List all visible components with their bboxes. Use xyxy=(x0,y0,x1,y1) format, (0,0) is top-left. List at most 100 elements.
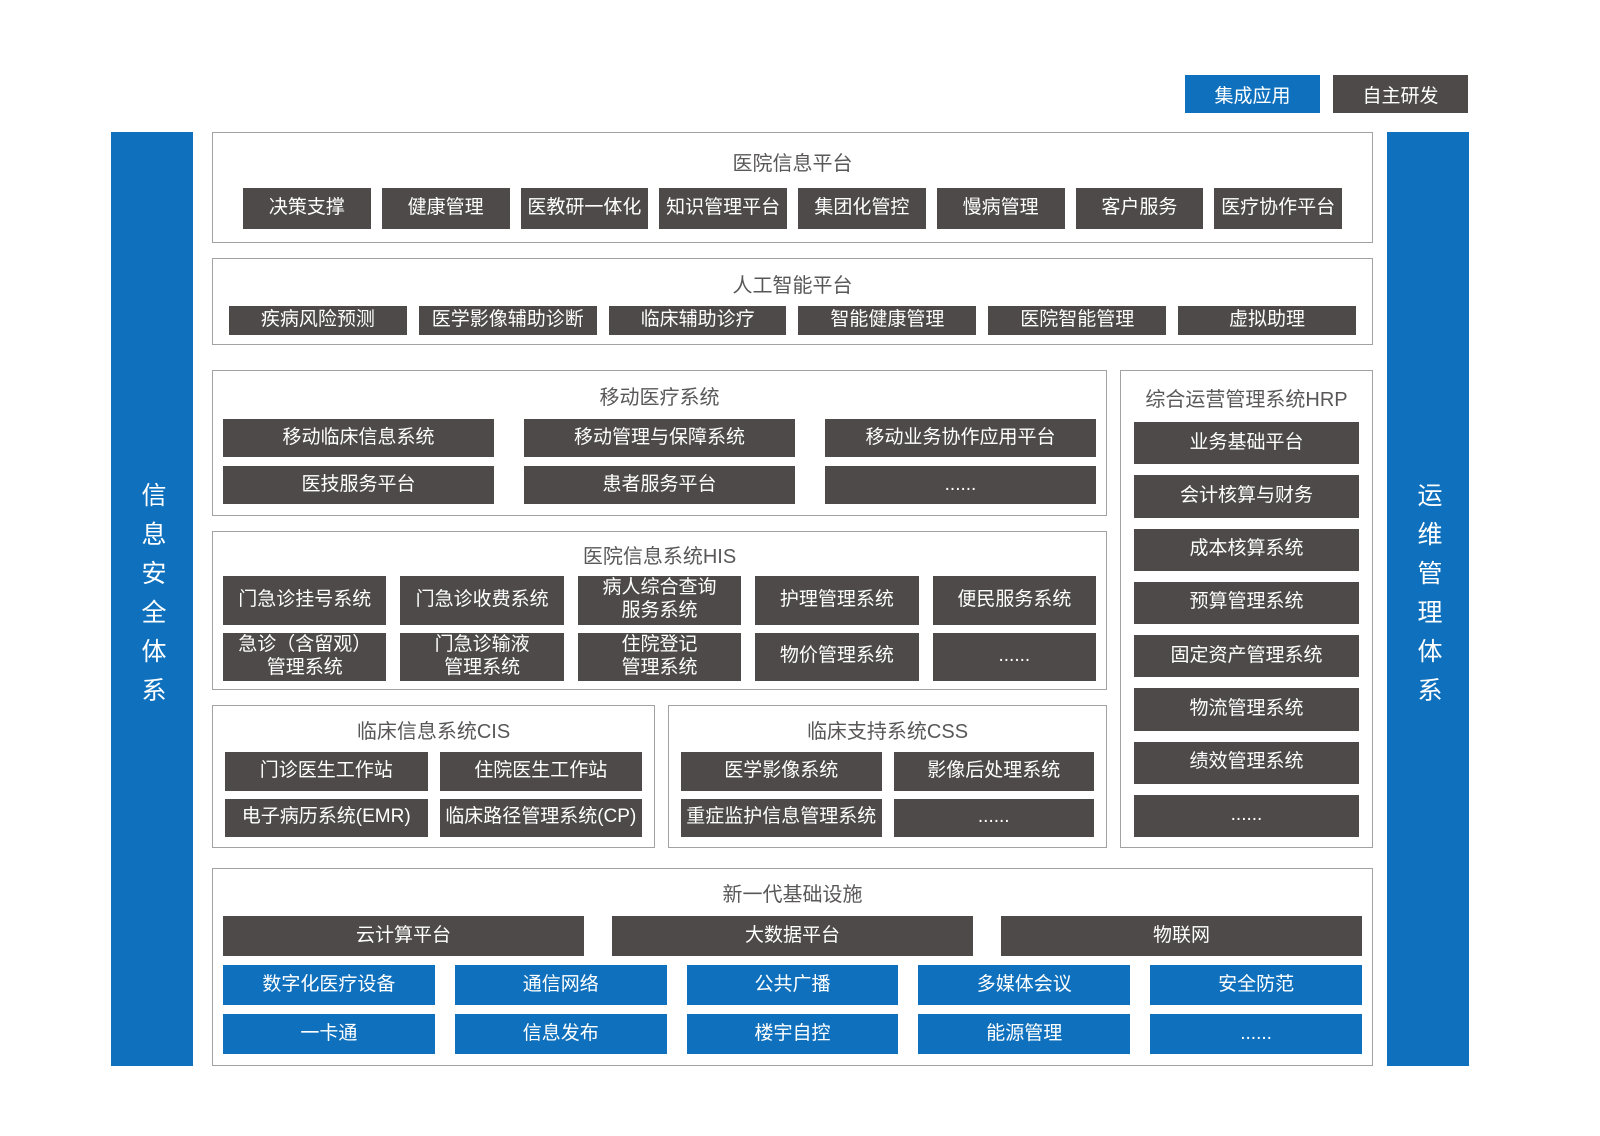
module-row: 一卡通 信息发布 楼宇自控 能源管理 ...... xyxy=(223,1014,1362,1054)
section-title: 综合运营管理系统HRP xyxy=(1145,389,1348,411)
module-box: 大数据平台 xyxy=(612,916,973,956)
module-box: ...... xyxy=(1134,794,1359,837)
module-box: 数字化医疗设备 xyxy=(223,965,435,1005)
module-rows: 门诊医生工作站 住院医生工作站 电子病历系统(EMR) 临床路径管理系统(CP) xyxy=(225,752,642,837)
module-box: ...... xyxy=(825,466,1096,504)
module-box: 疾病风险预测 xyxy=(229,306,407,335)
module-box: 通信网络 xyxy=(454,965,667,1005)
module-box: ...... xyxy=(932,632,1097,681)
section-title: 医院信息系统HIS xyxy=(582,546,737,568)
module-row: 急诊（含留观） 管理系统 门急诊输液 管理系统 住院登记 管理系统 物价管理系统… xyxy=(223,632,1097,681)
module-box: 健康管理 xyxy=(381,188,510,229)
section-hrp: 综合运营管理系统HRP 业务基础平台 会计核算与财务 成本核算系统 预算管理系统… xyxy=(1120,370,1373,848)
module-box: 信息发布 xyxy=(454,1014,667,1054)
module-box: 绩效管理系统 xyxy=(1134,741,1359,784)
section-ai-platform: 人工智能平台 疾病风险预测 医学影像辅助诊断 临床辅助诊疗 智能健康管理 医院智… xyxy=(212,258,1373,345)
section-title: 人工智能平台 xyxy=(732,275,853,297)
legend: 集成应用 自主研发 xyxy=(1185,75,1468,113)
module-box: 虚拟助理 xyxy=(1178,306,1356,335)
module-box: 住院医生工作站 xyxy=(439,752,642,791)
module-box: 移动管理与保障系统 xyxy=(524,419,795,457)
module-row: 数字化医疗设备 通信网络 公共广播 多媒体会议 安全防范 xyxy=(223,965,1362,1005)
module-box: 医院智能管理 xyxy=(988,306,1167,335)
module-box: 病人综合查询 服务系统 xyxy=(577,576,742,625)
module-row: 决策支撑 健康管理 医教研一体化 知识管理平台 集团化管控 慢病管理 客户服务 … xyxy=(243,188,1342,229)
section-css-support: 临床支持系统CSS 医学影像系统 影像后处理系统 重症监护信息管理系统 ....… xyxy=(668,705,1107,848)
section-title: 医院信息平台 xyxy=(732,153,853,175)
module-box: 物价管理系统 xyxy=(755,632,919,681)
section-title: 临床支持系统CSS xyxy=(806,721,969,743)
module-box: 成本核算系统 xyxy=(1134,528,1359,571)
module-box: 门急诊挂号系统 xyxy=(223,576,387,625)
module-row: 医学影像系统 影像后处理系统 xyxy=(681,752,1094,791)
module-row: 电子病历系统(EMR) 临床路径管理系统(CP) xyxy=(225,798,642,837)
section-his: 医院信息系统HIS 门急诊挂号系统 门急诊收费系统 病人综合查询 服务系统 护理… xyxy=(212,531,1107,690)
module-box: 固定资产管理系统 xyxy=(1134,635,1359,678)
module-box: 慢病管理 xyxy=(936,188,1065,229)
module-box: 业务基础平台 xyxy=(1134,422,1359,465)
sidebar-information-security: 信息安全体系 xyxy=(111,132,193,1066)
module-row: 移动临床信息系统 移动管理与保障系统 移动业务协作应用平台 xyxy=(223,419,1096,457)
module-rows: 医学影像系统 影像后处理系统 重症监护信息管理系统 ...... xyxy=(681,752,1094,837)
module-rows: 云计算平台 大数据平台 物联网 数字化医疗设备 通信网络 公共广播 多媒体会议 … xyxy=(223,916,1362,1054)
module-box: 医教研一体化 xyxy=(520,188,649,229)
module-box: 急诊（含留观） 管理系统 xyxy=(223,632,387,681)
module-box: 公共广播 xyxy=(686,965,899,1005)
sidebar-operations-management: 运维管理体系 xyxy=(1387,132,1469,1066)
module-box: 移动临床信息系统 xyxy=(223,419,494,457)
module-row: 重症监护信息管理系统 ...... xyxy=(681,798,1094,837)
module-box: 会计核算与财务 xyxy=(1134,475,1359,518)
module-box: 一卡通 xyxy=(223,1014,435,1054)
content-area: 医院信息平台 决策支撑 健康管理 医教研一体化 知识管理平台 集团化管控 慢病管… xyxy=(212,132,1373,1066)
module-box: 门急诊输液 管理系统 xyxy=(400,632,564,681)
module-box: 电子病历系统(EMR) xyxy=(225,798,428,837)
module-box: 患者服务平台 xyxy=(524,466,795,504)
module-box: 医技服务平台 xyxy=(223,466,494,504)
module-box: 智能健康管理 xyxy=(798,306,977,335)
module-box: 临床路径管理系统(CP) xyxy=(439,798,642,837)
section-title: 新一代基础设施 xyxy=(722,884,863,906)
module-box: 护理管理系统 xyxy=(755,576,919,625)
sidebar-left-label: 信息安全体系 xyxy=(138,482,166,716)
module-row: 云计算平台 大数据平台 物联网 xyxy=(223,916,1362,956)
module-box: 能源管理 xyxy=(918,1014,1131,1054)
module-box: 预算管理系统 xyxy=(1134,581,1359,624)
sidebar-right-label: 运维管理体系 xyxy=(1414,482,1442,716)
module-box: 楼宇自控 xyxy=(686,1014,899,1054)
legend-integrated: 集成应用 xyxy=(1185,75,1320,113)
module-box: 重症监护信息管理系统 xyxy=(681,798,882,837)
section-infrastructure: 新一代基础设施 云计算平台 大数据平台 物联网 数字化医疗设备 通信网络 公共广… xyxy=(212,868,1373,1066)
module-box: 集团化管控 xyxy=(798,188,926,229)
module-box: ...... xyxy=(893,798,1094,837)
section-title: 临床信息系统CIS xyxy=(356,721,511,743)
module-rows: 移动临床信息系统 移动管理与保障系统 移动业务协作应用平台 医技服务平台 患者服… xyxy=(223,419,1096,504)
module-box: 安全防范 xyxy=(1150,965,1362,1005)
module-box: 多媒体会议 xyxy=(918,965,1131,1005)
module-box: 医学影像辅助诊断 xyxy=(418,306,597,335)
module-rows: 门急诊挂号系统 门急诊收费系统 病人综合查询 服务系统 护理管理系统 便民服务系… xyxy=(223,576,1097,681)
module-box: 云计算平台 xyxy=(223,916,584,956)
module-row: 疾病风险预测 医学影像辅助诊断 临床辅助诊疗 智能健康管理 医院智能管理 虚拟助… xyxy=(229,306,1356,335)
module-box: 影像后处理系统 xyxy=(893,752,1094,791)
module-box: 移动业务协作应用平台 xyxy=(825,419,1096,457)
module-box: ...... xyxy=(1150,1014,1362,1054)
module-box: 客户服务 xyxy=(1075,188,1204,229)
module-row: 门急诊挂号系统 门急诊收费系统 病人综合查询 服务系统 护理管理系统 便民服务系… xyxy=(223,576,1097,625)
section-title: 移动医疗系统 xyxy=(599,387,720,409)
module-box: 决策支撑 xyxy=(243,188,371,229)
legend-self-developed: 自主研发 xyxy=(1333,75,1468,113)
section-cis: 临床信息系统CIS 门诊医生工作站 住院医生工作站 电子病历系统(EMR) 临床… xyxy=(212,705,655,848)
module-box: 门诊医生工作站 xyxy=(225,752,428,791)
module-box: 临床辅助诊疗 xyxy=(608,306,787,335)
module-box: 医学影像系统 xyxy=(681,752,882,791)
module-box: 物流管理系统 xyxy=(1134,688,1359,731)
module-box: 物联网 xyxy=(1001,916,1362,956)
module-box: 便民服务系统 xyxy=(932,576,1097,625)
module-row: 医技服务平台 患者服务平台 ...... xyxy=(223,466,1096,504)
section-hospital-info-platform: 医院信息平台 决策支撑 健康管理 医教研一体化 知识管理平台 集团化管控 慢病管… xyxy=(212,132,1373,243)
module-box: 医疗协作平台 xyxy=(1214,188,1342,229)
module-box: 住院登记 管理系统 xyxy=(577,632,742,681)
module-box: 知识管理平台 xyxy=(659,188,787,229)
module-column: 业务基础平台 会计核算与财务 成本核算系统 预算管理系统 固定资产管理系统 物流… xyxy=(1134,422,1359,837)
